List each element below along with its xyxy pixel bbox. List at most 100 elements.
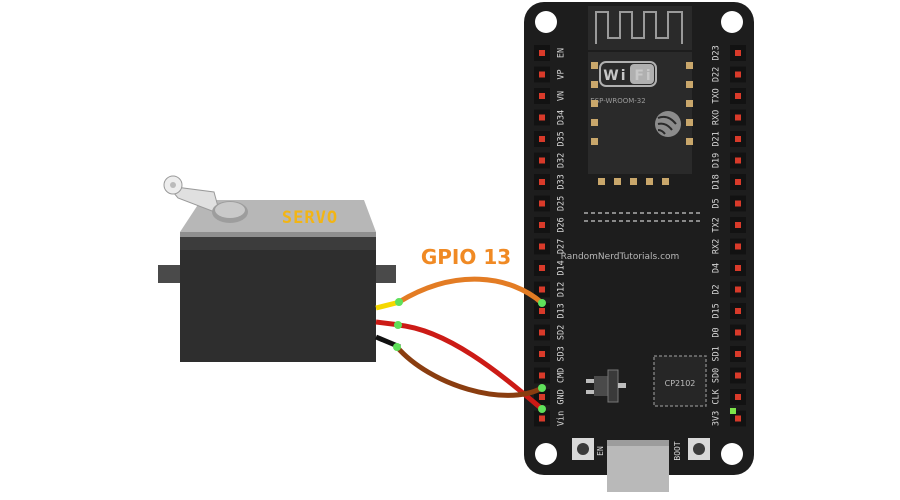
module-pad bbox=[591, 138, 598, 145]
pin-left-5 bbox=[539, 136, 545, 142]
pin-label-left-10: D27 bbox=[557, 239, 567, 254]
pin-label-right-12: D2 bbox=[712, 284, 722, 294]
pin-right-1 bbox=[735, 50, 741, 56]
pin-label-left-16: CMD bbox=[557, 368, 567, 383]
pin-label-right-8: D5 bbox=[712, 198, 722, 208]
en-button-label: EN bbox=[596, 446, 605, 456]
pin-right-6 bbox=[735, 157, 741, 164]
pin-label-right-9: TX2 bbox=[712, 217, 722, 232]
wroom-module: Wi Fi ESP-WROOM-32 bbox=[588, 6, 693, 185]
boot-button[interactable] bbox=[688, 438, 710, 460]
pin-right-10 bbox=[735, 243, 741, 250]
module-pad bbox=[686, 81, 693, 88]
pin-label-right-11: D4 bbox=[712, 263, 722, 273]
pin-right-4 bbox=[735, 114, 741, 121]
pin-labels-left: ENVPVND34D35D32D33D25D26D27D14D12D13SD2S… bbox=[557, 48, 567, 426]
pin-left-11 bbox=[539, 265, 545, 271]
servo-motor: SERVO bbox=[158, 175, 401, 362]
wire-end-signal-board bbox=[538, 299, 546, 307]
pin-left-1 bbox=[539, 50, 545, 56]
pin-right-5 bbox=[735, 136, 741, 142]
pin-label-right-5: D21 bbox=[712, 131, 722, 146]
module-pad bbox=[686, 119, 693, 126]
pin-label-left-15: SD3 bbox=[557, 346, 567, 361]
pin-label-left-2: VP bbox=[557, 69, 567, 79]
antenna-trace bbox=[595, 11, 683, 44]
pin-left-15 bbox=[539, 351, 545, 357]
pin-label-right-15: SD1 bbox=[712, 346, 722, 361]
pin-label-left-7: D33 bbox=[557, 174, 567, 189]
pin-label-left-1: EN bbox=[557, 48, 567, 58]
module-pad bbox=[646, 178, 653, 185]
board-silkscreen-dashes bbox=[584, 212, 702, 222]
pin-left-6 bbox=[539, 157, 545, 164]
pin-label-right-10: RX2 bbox=[712, 239, 722, 254]
pin-right-14 bbox=[735, 329, 741, 336]
pin-left-4 bbox=[539, 114, 545, 121]
pin-label-left-9: D26 bbox=[557, 217, 567, 232]
wire-ground bbox=[394, 344, 545, 398]
pin-left-10 bbox=[539, 243, 545, 250]
pin-label-right-14: D0 bbox=[712, 327, 722, 337]
mounting-hole bbox=[721, 11, 743, 33]
module-pad bbox=[591, 62, 598, 69]
pin-right-8 bbox=[735, 200, 741, 207]
module-pad bbox=[591, 100, 598, 107]
pin-right-15 bbox=[735, 351, 741, 357]
servo-body bbox=[180, 232, 376, 362]
pin-right-18 bbox=[735, 415, 741, 422]
wire-end-power-servo bbox=[394, 321, 402, 329]
pin-left-14 bbox=[539, 329, 545, 336]
pin-header-left bbox=[534, 45, 550, 427]
pin-label-right-3: TXO bbox=[712, 88, 722, 103]
pin-right-2 bbox=[735, 71, 741, 78]
pin-label-left-11: D14 bbox=[557, 260, 567, 275]
en-button[interactable] bbox=[572, 438, 594, 460]
pin-right-7 bbox=[735, 179, 741, 185]
pin-label-right-17: CLK bbox=[712, 388, 722, 404]
pin-label-left-14: SD2 bbox=[557, 325, 567, 340]
pin-labels-right: D23D22TXORXOD21D19D18D5TX2RX2D4D2D15D0SD… bbox=[712, 45, 722, 426]
pin-left-12 bbox=[539, 286, 545, 293]
pin-label-right-2: D22 bbox=[712, 67, 722, 82]
module-pads bbox=[591, 62, 693, 185]
pin-label-left-18: Vin bbox=[557, 411, 567, 426]
module-pad bbox=[686, 138, 693, 145]
pin-left-17 bbox=[539, 394, 545, 400]
pin-label-left-17: GND bbox=[557, 389, 567, 404]
pin-label-right-13: D15 bbox=[712, 303, 722, 318]
pin-label-right-18: 3V3 bbox=[712, 411, 722, 426]
usb-uart-chip: CP2102 bbox=[653, 355, 707, 407]
pin-label-right-16: SD0 bbox=[712, 368, 722, 383]
servo-mount-tab-right bbox=[370, 265, 396, 283]
pin-label-right-6: D19 bbox=[712, 153, 722, 168]
mounting-hole bbox=[535, 11, 557, 33]
pin-label-left-8: D25 bbox=[557, 196, 567, 211]
module-pad bbox=[591, 81, 598, 88]
power-led bbox=[730, 408, 736, 414]
wire-power bbox=[395, 322, 545, 412]
voltage-regulator bbox=[586, 369, 626, 403]
signal-label: GPIO 13 bbox=[421, 245, 511, 269]
module-pad bbox=[686, 62, 693, 69]
pin-label-left-4: D34 bbox=[557, 110, 567, 125]
module-pad bbox=[630, 178, 637, 185]
servo-label: SERVO bbox=[282, 208, 338, 228]
wire-end-ground-servo bbox=[393, 343, 401, 351]
wifi-logo-text: Wi Fi bbox=[603, 68, 652, 84]
mounting-hole bbox=[721, 443, 743, 465]
usb-chip-label: CP2102 bbox=[665, 379, 696, 388]
servo-mount-tab-left bbox=[158, 265, 184, 283]
wire-end-ground-board bbox=[538, 384, 546, 392]
micro-usb-port[interactable] bbox=[607, 440, 669, 492]
pin-label-right-7: D18 bbox=[712, 174, 722, 189]
pin-label-left-13: D13 bbox=[557, 303, 567, 318]
boot-button-label: BOOT bbox=[673, 441, 682, 460]
pin-label-left-3: VN bbox=[557, 91, 567, 101]
espressif-logo bbox=[655, 111, 681, 137]
wire-end-signal-servo bbox=[395, 298, 403, 306]
module-pad bbox=[686, 100, 693, 107]
pin-left-2 bbox=[539, 71, 545, 78]
pin-right-16 bbox=[735, 372, 741, 379]
